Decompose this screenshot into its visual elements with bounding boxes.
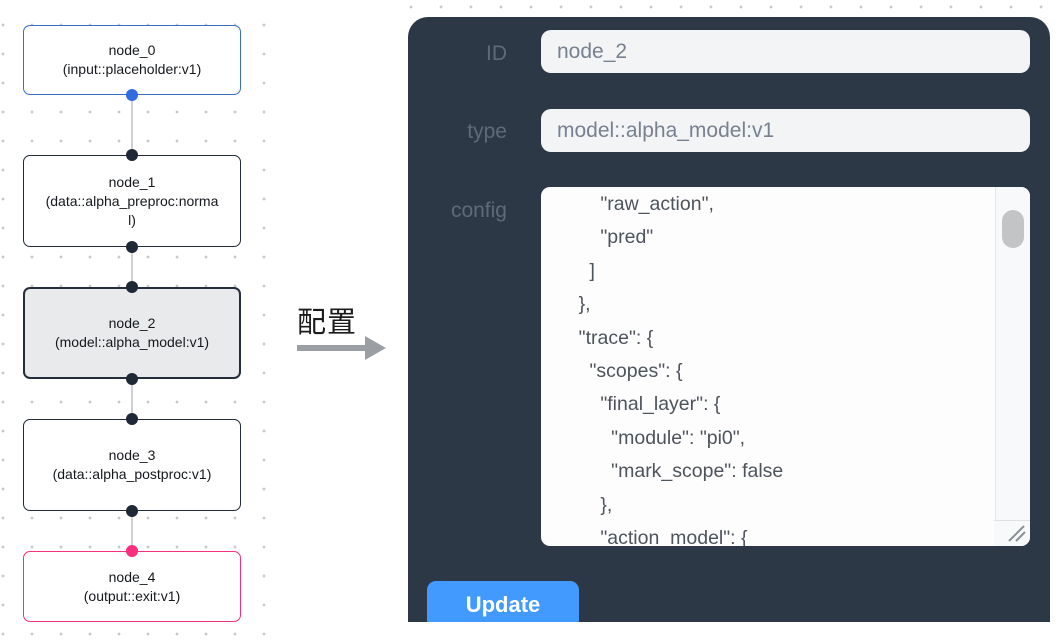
id-field-label: ID (486, 42, 507, 65)
configure-annotation-label: 配置 (297, 307, 358, 339)
type-input[interactable] (541, 109, 1030, 152)
node-type-label: (data::alpha_preproc:normal) (45, 192, 219, 228)
node-title: node_3 (108, 447, 156, 463)
config-scroll-corner (994, 520, 1030, 546)
port-node3-source[interactable] (126, 505, 138, 517)
port-node1-source[interactable] (126, 241, 138, 253)
config-json-text[interactable]: "raw_action", "pred" ] }, "trace": { "sc… (578, 193, 784, 546)
config-field-label: config (450, 199, 507, 222)
port-node0-source[interactable] (126, 89, 138, 101)
flow-node-input[interactable]: node_0 (input::placeholder:v1) (23, 25, 241, 95)
port-node2-source[interactable] (126, 373, 138, 385)
node-config-panel: ID type config "raw_action", "pred" ] },… (408, 17, 1050, 622)
flow-canvas[interactable]: node_0 (input::placeholder:v1) node_1 (d… (0, 0, 286, 643)
edge-node1-node2 (131, 247, 133, 287)
flow-node-model-selected[interactable]: node_2 (model::alpha_model:v1) (23, 287, 241, 379)
port-node1-target[interactable] (126, 149, 138, 161)
flow-node-preproc[interactable]: node_1 (data::alpha_preproc:normal) (23, 155, 241, 247)
node-type-label: (output::exit:v1) (83, 587, 181, 604)
node-title: node_4 (108, 568, 156, 585)
config-textarea[interactable]: "raw_action", "pred" ] }, "trace": { "sc… (541, 187, 1030, 546)
node-type-label: (data::alpha_postproc:v1) (52, 466, 212, 482)
edge-node0-node1 (131, 95, 133, 155)
node-type-label: (model::alpha_model:v1) (54, 334, 210, 350)
edge-node2-node3 (131, 379, 133, 419)
config-scrollbar-thumb[interactable] (1002, 210, 1024, 248)
flow-node-output[interactable]: node_4 (output::exit:v1) (23, 551, 241, 622)
update-button[interactable]: Update (427, 581, 579, 622)
port-node2-target[interactable] (126, 281, 138, 293)
type-field-label: type (467, 120, 507, 143)
right-arrow-icon-head (365, 336, 386, 360)
node-title: node_1 (108, 173, 156, 190)
config-scrollbar[interactable] (995, 187, 1030, 546)
flow-node-postproc[interactable]: node_3 (data::alpha_postproc:v1) (23, 419, 241, 511)
node-type-label: (input::placeholder:v1) (62, 61, 202, 77)
edge-node3-node4 (131, 511, 133, 551)
right-arrow-icon (297, 345, 369, 351)
node-title: node_2 (108, 315, 156, 331)
id-input[interactable] (541, 30, 1030, 73)
port-node3-target[interactable] (126, 413, 138, 425)
node-title: node_0 (108, 42, 156, 58)
resize-handle-icon[interactable] (1007, 524, 1027, 542)
port-node4-target[interactable] (126, 545, 138, 557)
